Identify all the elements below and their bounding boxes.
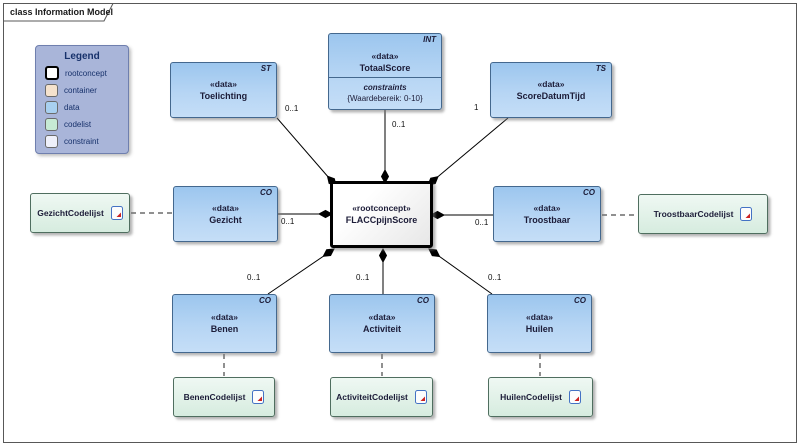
node-main-compartment: INT «data» TotaalScore bbox=[329, 34, 441, 77]
node-huilencodelijst[interactable]: HuilenCodelijst bbox=[488, 377, 593, 417]
node-name: TotaalScore bbox=[359, 63, 411, 73]
datatype-tag: INT bbox=[423, 35, 436, 44]
node-name: Huilen bbox=[525, 324, 554, 334]
document-icon bbox=[414, 390, 427, 404]
node-name: GezichtCodelijst bbox=[37, 208, 104, 218]
document-icon bbox=[252, 390, 265, 404]
legend-label: container bbox=[64, 85, 97, 95]
datatype-tag: CO bbox=[574, 296, 586, 305]
stereotype: «data» bbox=[537, 78, 565, 89]
container-swatch bbox=[45, 83, 58, 97]
node-name: Benen bbox=[210, 324, 239, 334]
stereotype: «data» bbox=[533, 202, 561, 213]
stereotype: «data» bbox=[212, 202, 239, 213]
node-name: Troostbaar bbox=[523, 214, 571, 225]
legend-item-constraint: constraint bbox=[45, 134, 128, 148]
rootconcept-swatch bbox=[45, 66, 59, 80]
datatype-tag: CO bbox=[583, 188, 595, 197]
node-name: Gezicht bbox=[209, 214, 242, 225]
multiplicity-benen: 0..1 bbox=[247, 273, 261, 282]
legend-title: Legend bbox=[64, 51, 100, 62]
node-name: HuilenCodelijst bbox=[500, 392, 562, 402]
node-activiteitcodelijst[interactable]: ActiviteitCodelijst bbox=[330, 377, 433, 417]
node-gezichtcodelijst[interactable]: GezichtCodelijst bbox=[30, 193, 130, 233]
document-icon bbox=[740, 207, 753, 221]
document-icon bbox=[568, 390, 581, 404]
datatype-tag: ST bbox=[260, 64, 271, 73]
multiplicity-gezicht: 0..1 bbox=[281, 217, 295, 226]
constraint-value: {Waardebereik: 0-10} bbox=[347, 94, 423, 103]
stereotype: «rootconcept» bbox=[352, 203, 411, 213]
stereotype: «data» bbox=[526, 312, 553, 322]
constraints-compartment: constraints {Waardebereik: 0-10} bbox=[329, 77, 441, 109]
node-benencodelijst[interactable]: BenenCodelijst bbox=[173, 377, 275, 417]
constraints-heading: constraints bbox=[363, 83, 407, 92]
datatype-tag: CO bbox=[417, 296, 429, 305]
node-name: Activiteit bbox=[362, 324, 401, 334]
constraint-swatch bbox=[45, 134, 58, 148]
legend-item-rootconcept: rootconcept bbox=[45, 66, 128, 80]
node-troostbaar[interactable]: CO «data» Troostbaar bbox=[493, 186, 601, 242]
node-flaccpijnscore[interactable]: «rootconcept» FLACCpijnScore bbox=[330, 181, 433, 248]
node-name: ActiviteitCodelijst bbox=[336, 392, 408, 402]
codelist-swatch bbox=[45, 117, 58, 131]
multiplicity-scoredatumtijd: 1 bbox=[474, 103, 479, 112]
node-name: ScoreDatumTijd bbox=[516, 90, 586, 101]
node-name: BenenCodelijst bbox=[183, 392, 246, 402]
node-totaalscore[interactable]: INT «data» TotaalScore constraints {Waar… bbox=[328, 33, 442, 110]
stereotype: «data» bbox=[210, 78, 237, 89]
multiplicity-totaalscore: 0..1 bbox=[392, 120, 406, 129]
node-gezicht[interactable]: CO «data» Gezicht bbox=[173, 186, 278, 242]
node-name: TroostbaarCodelijst bbox=[653, 209, 734, 219]
datatype-tag: CO bbox=[260, 188, 272, 197]
datatype-tag: CO bbox=[259, 296, 271, 305]
diagram-title: class Information Model bbox=[10, 7, 114, 17]
legend-label: constraint bbox=[64, 136, 99, 146]
legend-item-data: data bbox=[45, 100, 128, 114]
node-toelichting[interactable]: ST «data» Toelichting bbox=[170, 62, 277, 118]
multiplicity-activiteit: 0..1 bbox=[356, 273, 370, 282]
datatype-tag: TS bbox=[595, 64, 606, 73]
node-scoredatumtijd[interactable]: TS «data» ScoreDatumTijd bbox=[490, 62, 612, 118]
document-icon bbox=[110, 206, 123, 220]
node-benen[interactable]: CO «data» Benen bbox=[172, 294, 277, 353]
legend-item-container: container bbox=[45, 83, 128, 97]
node-troostbaarcodelijst[interactable]: TroostbaarCodelijst bbox=[638, 194, 768, 234]
node-name: Toelichting bbox=[199, 90, 248, 101]
legend-label: data bbox=[64, 102, 80, 112]
multiplicity-huilen: 0..1 bbox=[488, 273, 502, 282]
legend-label: rootconcept bbox=[65, 68, 107, 78]
multiplicity-toelichting: 0..1 bbox=[285, 104, 299, 113]
node-name: FLACCpijnScore bbox=[345, 215, 418, 225]
node-huilen[interactable]: CO «data» Huilen bbox=[487, 294, 592, 353]
node-activiteit[interactable]: CO «data» Activiteit bbox=[329, 294, 435, 353]
stereotype: «data» bbox=[371, 51, 399, 61]
legend-item-codelist: codelist bbox=[45, 117, 128, 131]
stereotype: «data» bbox=[211, 312, 238, 322]
multiplicity-troostbaar: 0..1 bbox=[475, 218, 489, 227]
legend-label: codelist bbox=[64, 119, 92, 129]
data-swatch bbox=[45, 100, 58, 114]
stereotype: «data» bbox=[368, 312, 396, 322]
legend-panel[interactable]: Legend rootconcept container data codeli… bbox=[35, 45, 129, 154]
